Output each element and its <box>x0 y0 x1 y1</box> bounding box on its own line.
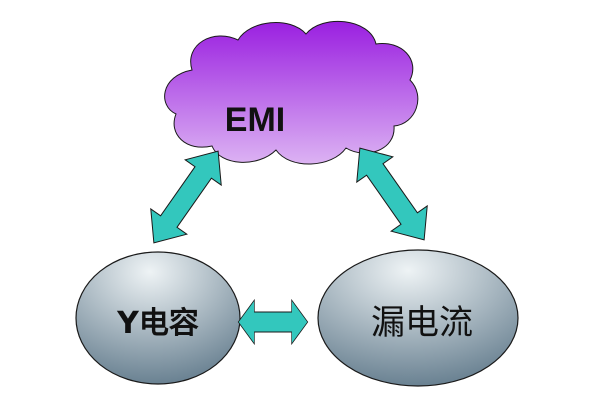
leakage-current-node <box>317 249 519 387</box>
emi-label: EMI <box>224 100 286 139</box>
leakage-current-label: 漏电流 <box>371 302 473 343</box>
double-arrow-icon <box>237 299 309 345</box>
double-arrow-icon <box>341 135 443 253</box>
cloud-icon <box>164 20 419 165</box>
emi-cloud <box>164 20 419 165</box>
y-capacitor-label: Y电容 <box>117 306 199 341</box>
y-capacitor-node <box>75 251 241 385</box>
